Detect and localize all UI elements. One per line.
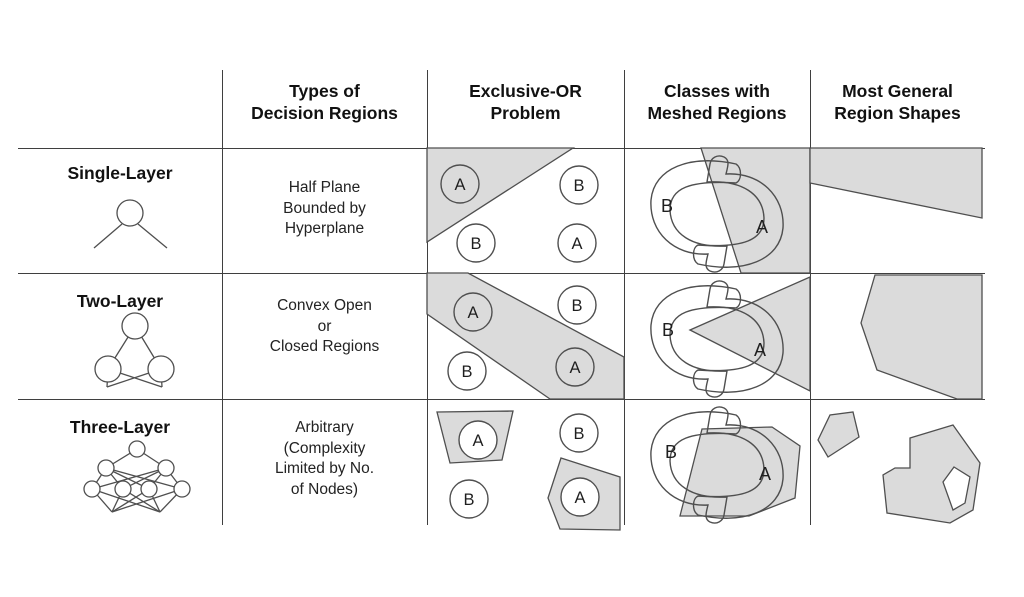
general-cell-single-layer	[809, 147, 983, 219]
header-line: Classes with	[663, 81, 771, 101]
general-cell-three-layer	[817, 411, 981, 524]
header-line: Region Shapes	[834, 103, 961, 123]
row-label-three-layer: Three-Layer	[69, 417, 171, 437]
header-line: Decision Regions	[251, 103, 398, 123]
class-label: B	[463, 491, 474, 509]
class-label: A	[756, 217, 768, 237]
cell-decision-regions-single: Half Plane Bounded by Hyperplane	[222, 178, 427, 240]
convex-polygon-shape	[860, 274, 983, 400]
cell-text-line: Half Plane	[288, 179, 361, 196]
two-layer-network-icon	[94, 312, 175, 388]
convex-wedge-region	[688, 276, 811, 393]
single-layer-network-icon	[93, 199, 168, 249]
row-label-single-layer: Single-Layer	[67, 163, 173, 183]
half-plane-region	[700, 147, 811, 274]
class-label: A	[759, 464, 771, 484]
header-classes-with-meshed-regions: Classes with Meshed Regions	[624, 78, 810, 126]
header-line: Problem	[490, 103, 561, 123]
row-label-two-layer: Two-Layer	[76, 291, 164, 311]
cell-text-line: of Nodes)	[290, 480, 359, 498]
cell-text-line: or	[317, 317, 332, 335]
xor-cell-two-layer: A B B A	[426, 272, 625, 400]
class-label: A	[454, 176, 465, 194]
class-label: B	[665, 442, 677, 462]
cell-text-line: Convex Open	[277, 297, 372, 314]
column-divider-3	[624, 70, 625, 525]
arbitrary-blob-region	[679, 426, 801, 517]
cell-decision-regions-three: Arbitrary (Complexity Limited by No. of …	[222, 418, 427, 500]
header-line: Exclusive-OR	[469, 81, 582, 101]
header-most-general-region-shapes: Most General Region Shapes	[810, 78, 985, 126]
header-line: Meshed Regions	[647, 103, 787, 123]
class-label: B	[461, 363, 472, 381]
meshed-cell-single-layer: B A	[650, 147, 811, 274]
half-plane-region	[426, 147, 576, 244]
header-line: Most General	[842, 81, 953, 101]
header-line: Types of	[289, 81, 360, 101]
band-region	[426, 272, 625, 400]
class-label: B	[573, 425, 584, 443]
class-label: B	[571, 297, 582, 315]
class-label: A	[754, 340, 766, 360]
class-label: A	[571, 235, 582, 253]
cell-text-line: Hyperplane	[284, 220, 365, 237]
small-arbitrary-shape	[817, 411, 860, 458]
class-label: A	[472, 432, 483, 450]
row-divider-2	[18, 273, 985, 274]
class-label: B	[662, 320, 674, 340]
column-divider-1	[222, 70, 223, 525]
three-layer-network-icon	[83, 440, 191, 513]
arbitrary-shape-with-hole	[882, 424, 981, 524]
class-label: B	[661, 196, 673, 216]
cell-text-line: Limited by No.	[274, 460, 375, 477]
cell-text-line: Closed Regions	[269, 338, 380, 355]
cell-text-line: Bounded by	[283, 199, 366, 217]
class-label: B	[470, 235, 481, 253]
class-label: A	[574, 489, 585, 507]
cell-text-line: Arbitrary	[295, 419, 354, 436]
meshed-cell-three-layer: B A	[650, 406, 801, 524]
class-label: A	[569, 359, 580, 377]
xor-cell-single-layer: A B B A	[426, 147, 599, 263]
row-divider-3	[18, 399, 985, 400]
class-label: A	[467, 304, 478, 322]
xor-cell-three-layer: A B B A	[436, 410, 621, 531]
class-label: B	[573, 177, 584, 195]
cell-text-line: (Complexity	[283, 439, 366, 457]
half-plane-shape	[809, 147, 983, 219]
header-exclusive-or-problem: Exclusive-OR Problem	[427, 78, 624, 126]
general-cell-two-layer	[860, 274, 983, 400]
meshed-cell-two-layer: B A	[650, 276, 811, 398]
header-types-of-decision-regions: Types of Decision Regions	[222, 78, 427, 126]
cell-decision-regions-two: Convex Open or Closed Regions	[222, 296, 427, 358]
